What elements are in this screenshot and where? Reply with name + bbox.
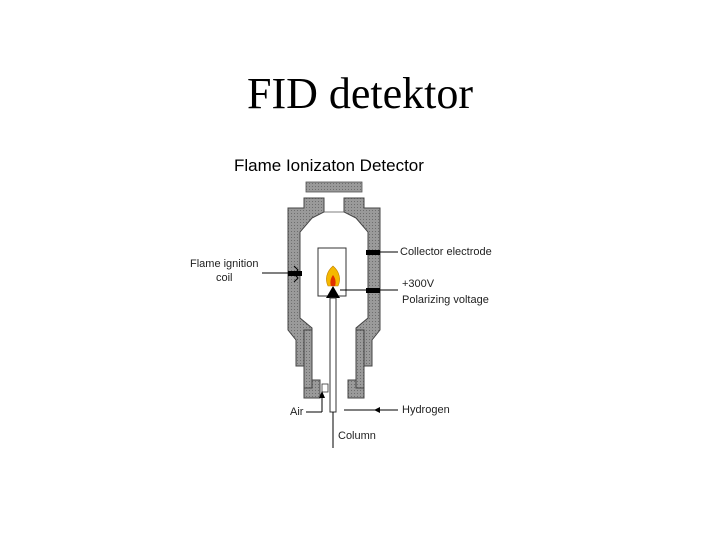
diagram-title: Flame Ionizaton Detector xyxy=(234,156,424,175)
ignition-label-line1: Flame ignition xyxy=(190,258,259,270)
ignition-label-line2: coil xyxy=(216,272,233,284)
ignition-terminal xyxy=(288,271,302,276)
collector-terminal xyxy=(366,250,380,255)
slide-title: FID detektor xyxy=(246,69,474,118)
column-label: Column xyxy=(338,430,376,442)
flame-jet xyxy=(326,286,340,298)
voltage-label-line1: +300V xyxy=(402,278,435,290)
column-tube xyxy=(329,297,337,413)
air-label: Air xyxy=(290,406,304,418)
flame-core xyxy=(330,275,336,286)
air-port xyxy=(321,383,329,393)
top-cap xyxy=(305,181,363,193)
housing-base xyxy=(303,329,365,389)
air-arrow-icon xyxy=(319,391,325,398)
hydrogen-arrow-icon xyxy=(374,407,380,413)
voltage-label-line2: Polarizing voltage xyxy=(402,294,489,306)
hydrogen-label: Hydrogen xyxy=(402,404,450,416)
collector-label: Collector electrode xyxy=(400,246,492,258)
